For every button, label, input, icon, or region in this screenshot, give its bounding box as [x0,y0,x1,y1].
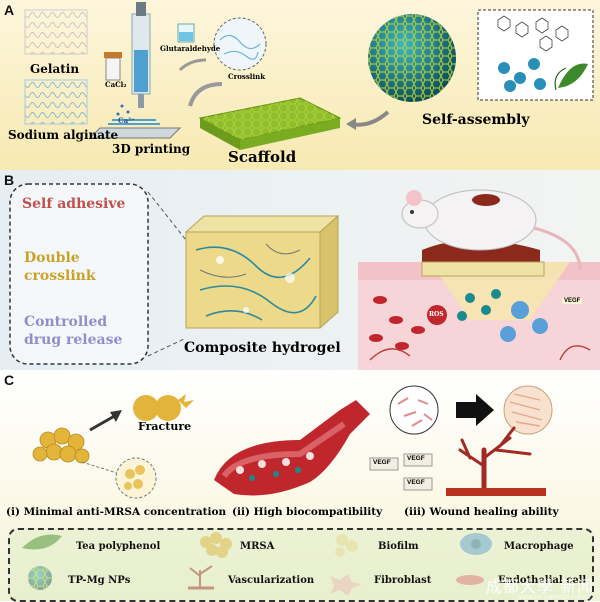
arrow-to-scaffold [188,82,223,107]
watermark-news: 新闻 [559,577,594,596]
arrow-to-crosslink [178,58,207,72]
crosslink-label: Crosslink [228,72,266,81]
watermark-sub: CHENGDU UNIVERSITY NEWS [516,595,590,601]
double-crosslink-label-2: crosslink [24,268,96,284]
panel-a-label: A [4,2,15,18]
self-adhesive-label: Self adhesive [22,196,126,212]
printing-bed [88,104,182,139]
watermark-logo: 成都大學 新闻 [486,573,594,597]
mg-ion-icons [498,58,546,92]
glutaraldehyde-beaker-icon [177,23,195,43]
legend-tp-mg-nps: TP-Mg NPs [68,575,131,586]
property-box [9,183,149,365]
sodium-alginate-label: Sodium alginate [8,128,119,142]
panel-c-label: C [4,372,15,388]
legend-mrsa: MRSA [240,541,275,552]
caption-wound-healing: (iii) Wound healing ability [404,506,559,518]
fibroblast-before-circle [389,385,439,435]
biofilm-circle [115,457,157,499]
alginate-network [24,79,88,125]
panel-a-graphics [24,2,594,150]
panel-b: B Self adhesive Double crosslink Control… [0,170,600,370]
legend-biofilm: Biofilm [378,541,419,552]
vegf-tags [369,453,433,491]
crosslink-circle [213,17,267,71]
legend-vascularization: Vascularization [228,575,315,586]
panel-b-label: B [4,172,15,188]
tea-leaf-icon [554,63,588,91]
arrow-right-icon [456,394,494,426]
composite-hydrogel-label: Composite hydrogel [184,340,341,356]
fracture-icon [133,394,194,421]
mouse-icon [401,189,582,271]
vascularization-icon [458,426,532,491]
cacl2-label: CaCl₂ [105,80,127,89]
panel-b-graphics [9,183,600,370]
panel-a: A Gelatin Sodium alginate CaCl₂ Ca²⁺ 3D … [0,0,600,170]
wound-skin-scene [358,240,600,370]
fibroblast-after-circle [503,385,553,435]
legend-fibroblast: Fibroblast [374,575,432,586]
fracture-label: Fracture [138,420,192,433]
vegf-tag-1: VEGF [373,459,391,466]
self-assembly-label: Self-assembly [422,112,530,128]
controlled-release-label-2: drug release [24,332,123,348]
scaffold-label: Scaffold [228,148,297,166]
mrsa-cluster-icon [32,427,90,464]
double-crosslink-label-1: Double [24,250,80,266]
molecule-structure-icon [497,15,569,52]
watermark-text: 成都大學 [485,577,554,596]
printing-label: 3D printing [112,142,191,156]
vegf-tag-2: VEGF [407,455,425,462]
gelatin-label: Gelatin [30,62,80,76]
vegf-tag-3: VEGF [407,479,425,486]
legend-endothelial-cell: Endothelial cell [498,575,587,586]
gelatin-network [24,9,88,55]
syringe-icon [131,2,151,108]
blood-vessel-graphic [214,400,370,496]
ros-label: ROS [429,311,444,318]
glutaraldehyde-label: Glutaraldehyde [160,44,221,53]
cacl2-bottle-icon [104,52,122,81]
controlled-release-label-1: Controlled [24,314,108,330]
caption-minimal-anti-mrsa: (i) Minimal anti-MRSA concentration [6,506,227,518]
scaffold-graphic [198,97,342,150]
caption-biocompatibility: (ii) High biocompatibility [232,506,383,518]
panel-c-graphics [22,385,553,596]
legend-tea-polyphenol: Tea polyphenol [76,541,161,552]
composite-hydrogel-cube [184,214,340,330]
vessel-base [446,488,546,496]
legend-macrophage: Macrophage [504,541,574,552]
ros-burst [427,305,447,325]
ca-ion-label: Ca²⁺ [118,116,135,125]
vegf-label-b: VEGF [562,298,583,304]
